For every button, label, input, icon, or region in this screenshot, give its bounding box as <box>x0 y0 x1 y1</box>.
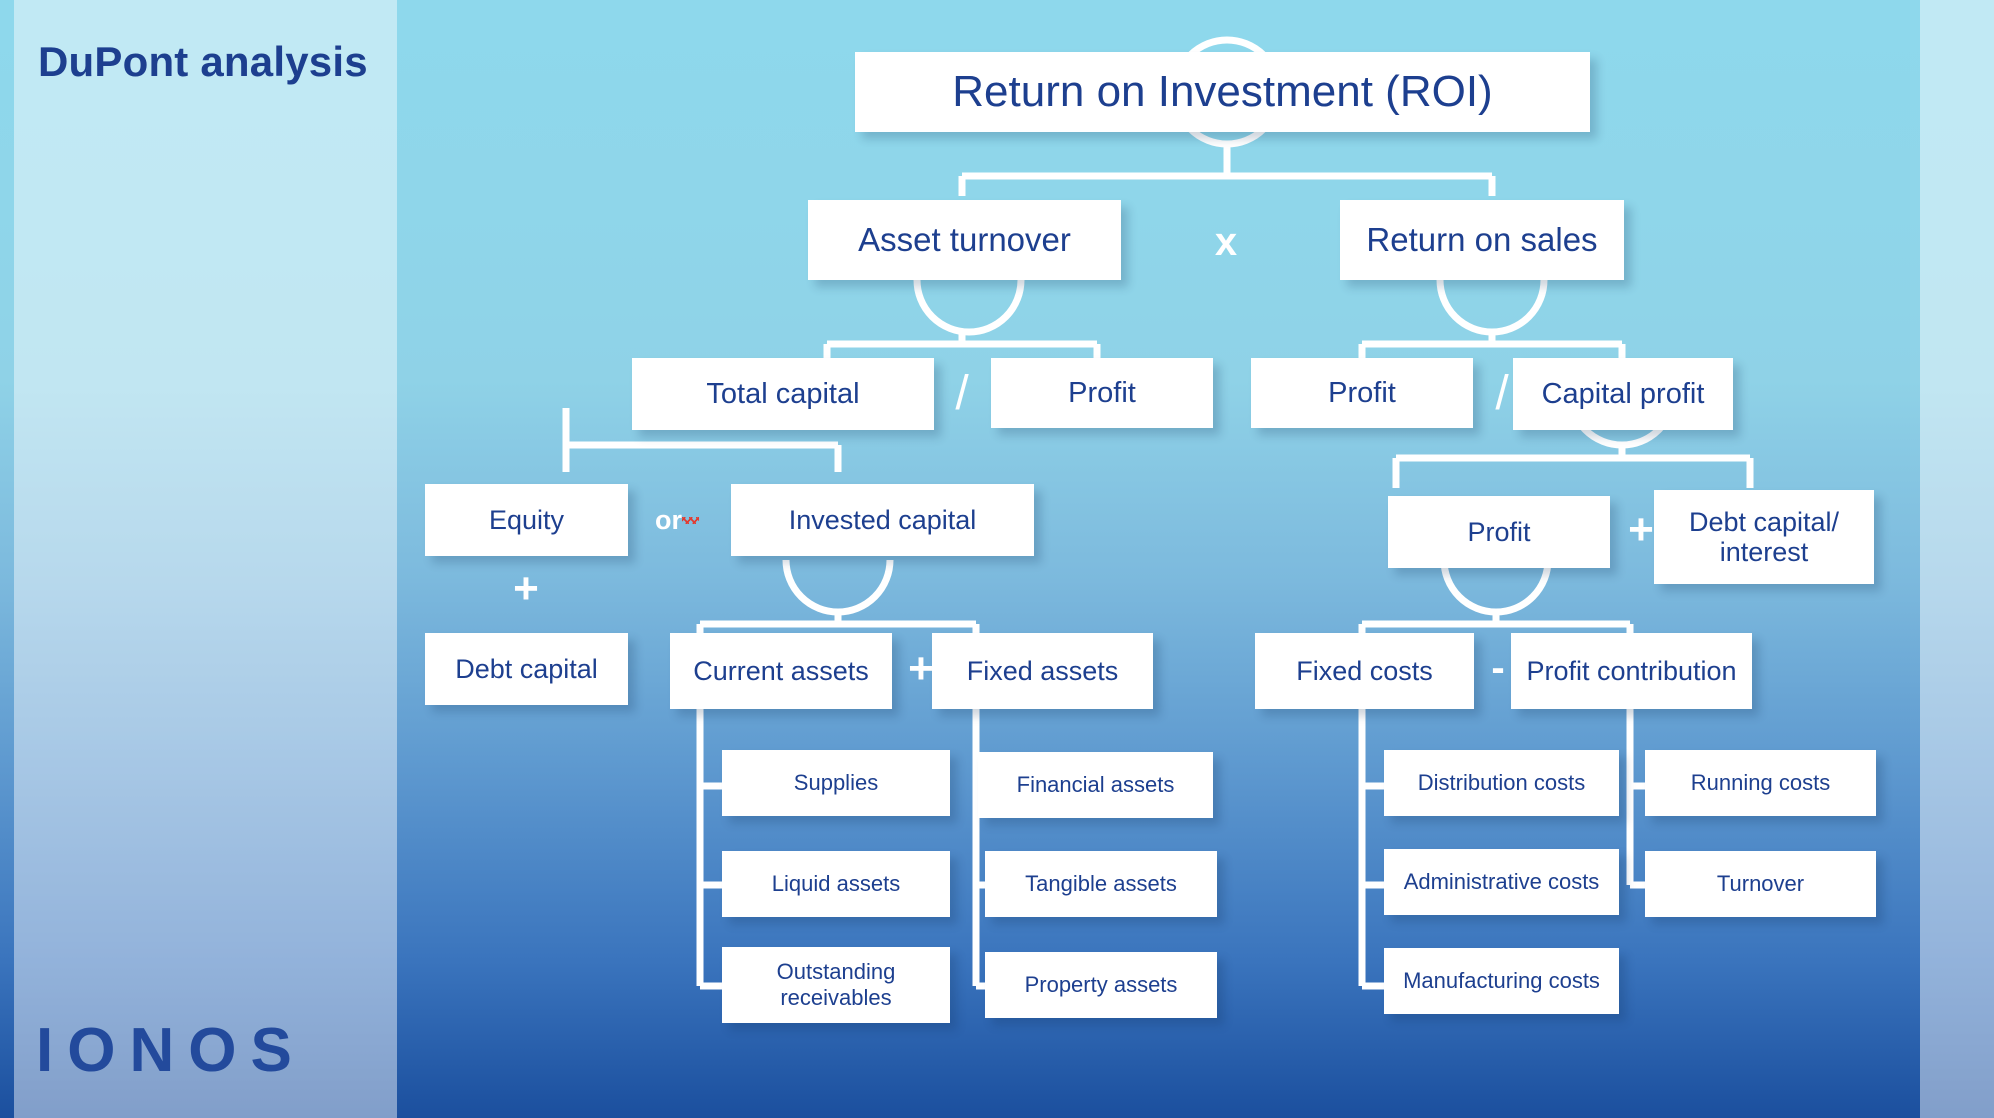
operator-plus-assets: + <box>908 644 934 693</box>
node-debt-capital[interactable]: Debt capital <box>425 633 628 705</box>
operator-or-label: or <box>655 504 682 535</box>
operator-plus-profit: + <box>1628 505 1654 554</box>
node-capital-profit[interactable]: Capital profit <box>1513 358 1733 430</box>
node-distribution-costs[interactable]: Distribution costs <box>1384 750 1619 816</box>
node-fixed-costs[interactable]: Fixed costs <box>1255 633 1474 709</box>
node-profit-contribution[interactable]: Profit contribution <box>1511 633 1752 709</box>
node-roi[interactable]: Return on Investment (ROI) <box>855 52 1590 132</box>
node-total-capital[interactable]: Total capital <box>632 358 934 430</box>
node-debt-capital-interest[interactable]: Debt capital/ interest <box>1654 490 1874 584</box>
node-running-costs[interactable]: Running costs <box>1645 750 1876 816</box>
operator-multiply: x <box>1214 220 1238 264</box>
node-property-assets[interactable]: Property assets <box>985 952 1217 1018</box>
node-profit-left[interactable]: Profit <box>991 358 1213 428</box>
node-liquid-assets[interactable]: Liquid assets <box>722 851 950 917</box>
node-manufacturing-costs[interactable]: Manufacturing costs <box>1384 948 1619 1014</box>
ionos-logo: IONOS <box>36 1016 306 1085</box>
operator-minus: - <box>1491 646 1505 690</box>
node-supplies[interactable]: Supplies <box>722 750 950 816</box>
node-outstanding-receivables[interactable]: Outstanding receivables <box>722 947 950 1023</box>
node-turnover[interactable]: Turnover <box>1645 851 1876 917</box>
node-current-assets[interactable]: Current assets <box>670 633 892 709</box>
node-return-on-sales[interactable]: Return on sales <box>1340 200 1624 280</box>
node-administrative-costs[interactable]: Administrative costs <box>1384 849 1619 915</box>
operator-plus-equity: + <box>513 564 539 613</box>
node-profit-level3[interactable]: Profit <box>1388 496 1610 568</box>
spellcheck-underline <box>682 517 699 524</box>
node-asset-turnover[interactable]: Asset turnover <box>808 200 1121 280</box>
node-tangible-assets[interactable]: Tangible assets <box>985 851 1217 917</box>
node-equity[interactable]: Equity <box>425 484 628 556</box>
node-profit-right[interactable]: Profit <box>1251 358 1473 428</box>
page-title: DuPont analysis <box>38 38 368 85</box>
node-invested-capital[interactable]: Invested capital <box>731 484 1034 556</box>
operator-or: or <box>655 498 699 542</box>
node-financial-assets[interactable]: Financial assets <box>978 752 1213 818</box>
operator-divide-right: / <box>1495 367 1509 420</box>
node-fixed-assets[interactable]: Fixed assets <box>932 633 1153 709</box>
operator-divide-left: / <box>955 367 969 420</box>
